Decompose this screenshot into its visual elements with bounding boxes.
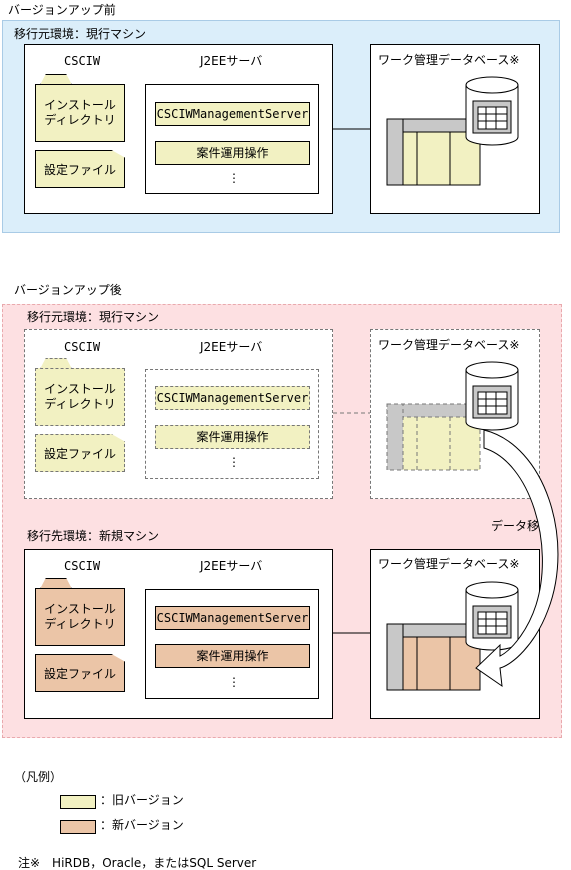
after-old-install-dir: インストール ディレクトリ <box>35 368 125 426</box>
after-new-server-name: CSCIWManagementServer <box>155 606 310 630</box>
legend-old-swatch <box>60 795 96 809</box>
after-new-db-cylinder <box>465 581 519 651</box>
before-db-label: ワーク管理データベース※ <box>378 53 520 67</box>
after-old-env-label: 移行元環境：現行マシン <box>27 310 160 324</box>
after-title: バージョンアップ後 <box>14 283 122 297</box>
migration-label: データ移行 <box>491 519 552 533</box>
legend-new-label: ：新バージョン <box>100 818 184 832</box>
before-install-dir: インストール ディレクトリ <box>35 84 125 142</box>
after-old-server-name: CSCIWManagementServer <box>155 386 310 410</box>
before-settings-file: 設定ファイル <box>35 150 125 188</box>
before-operation: 案件運用操作 <box>155 141 310 165</box>
after-new-j2ee-label: J2EEサーバ <box>200 559 263 573</box>
migration-arrow <box>475 429 559 688</box>
after-old-j2ee-label: J2EEサーバ <box>200 340 263 354</box>
before-server-name: CSCIWManagementServer <box>155 102 310 126</box>
footnote: 注※ HiRDB，Oracle，またはSQL Server <box>18 856 257 870</box>
after-old-ellipsis: ⋮ <box>228 455 240 469</box>
after-old-csciw-label: CSCIW <box>64 340 101 354</box>
before-db-cylinder <box>465 76 519 146</box>
after-old-operation: 案件運用操作 <box>155 425 310 449</box>
after-new-db-label: ワーク管理データベース※ <box>378 557 520 571</box>
after-new-db-table <box>386 623 481 691</box>
legend-title: （凡例） <box>14 770 63 784</box>
legend-old-label: ：旧バージョン <box>100 793 184 807</box>
after-new-settings-file: 設定ファイル <box>35 654 125 692</box>
after-new-ellipsis: ⋮ <box>228 675 240 689</box>
after-old-db-label: ワーク管理データベース※ <box>378 338 520 352</box>
after-new-operation: 案件運用操作 <box>155 644 310 668</box>
before-j2ee-label: J2EEサーバ <box>200 54 263 68</box>
legend-new-swatch <box>60 820 96 834</box>
before-env-label: 移行元環境：現行マシン <box>14 27 147 41</box>
after-old-db-cylinder <box>465 361 519 431</box>
after-new-csciw-label: CSCIW <box>64 559 101 573</box>
before-title: バージョンアップ前 <box>8 3 116 17</box>
after-old-db-table <box>386 403 481 471</box>
after-new-install-dir: インストール ディレクトリ <box>35 588 125 646</box>
after-old-settings-file: 設定ファイル <box>35 434 125 472</box>
after-new-env-label: 移行先環境：新規マシン <box>27 529 160 543</box>
before-ellipsis: ⋮ <box>228 171 240 185</box>
before-csciw-label: CSCIW <box>64 54 101 68</box>
before-db-table <box>386 118 481 186</box>
